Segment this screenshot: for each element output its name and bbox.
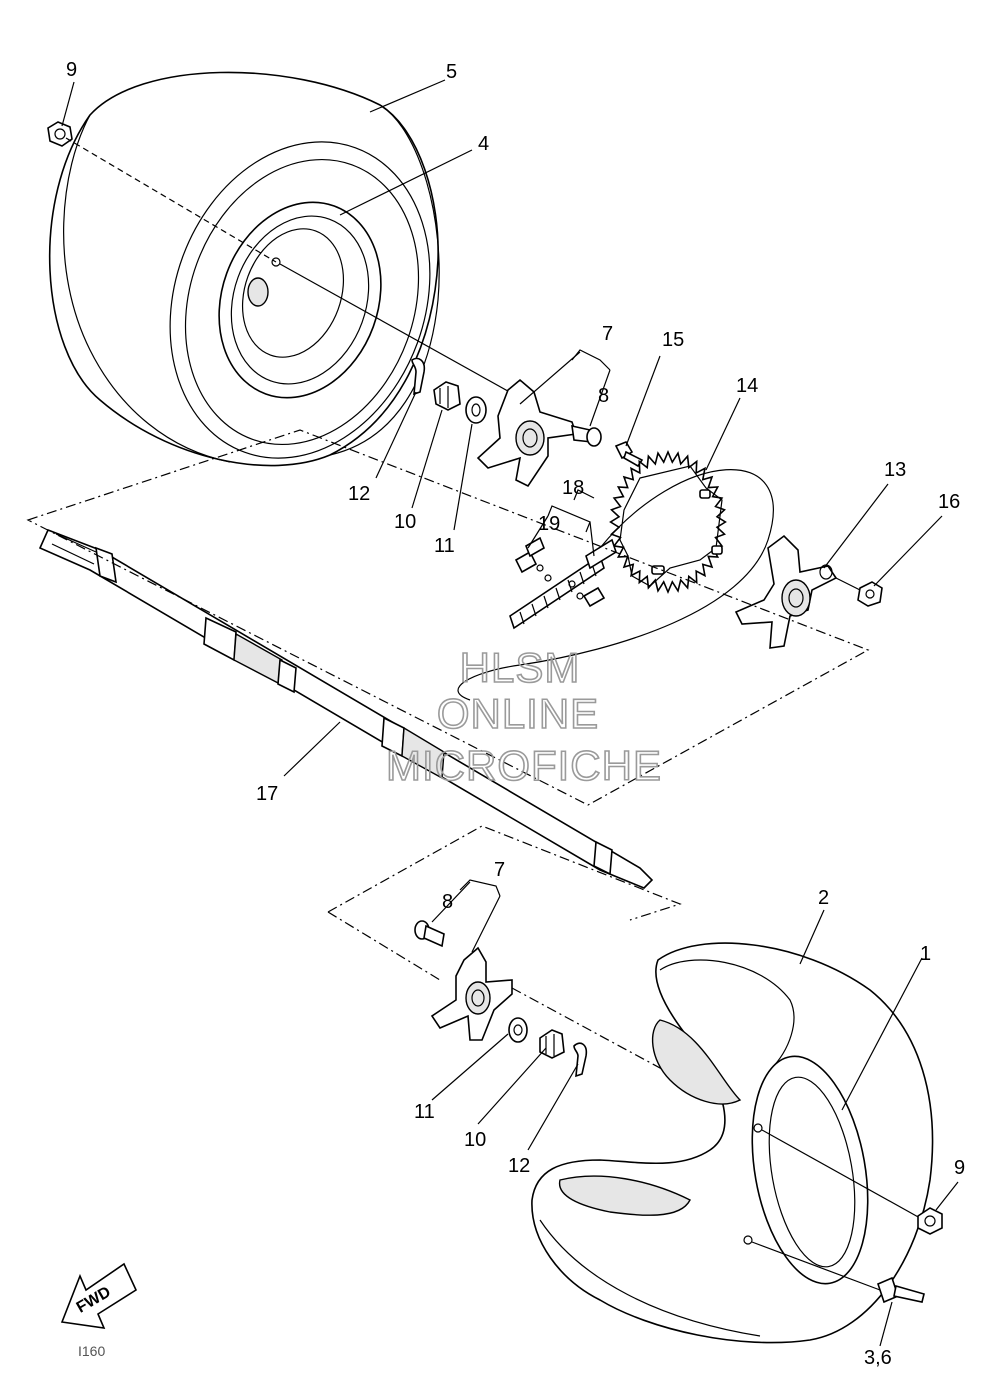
top-wheel-hub xyxy=(476,378,578,488)
callout-3-6: 3,6 xyxy=(864,1347,892,1369)
watermark-line-2: ONLINE xyxy=(437,690,599,737)
callout-15: 15 xyxy=(662,329,684,351)
chain-master-link xyxy=(514,536,606,608)
axle-group-box-top xyxy=(26,429,870,806)
callout-9-top: 9 xyxy=(66,59,77,81)
callout-labels: 9 5 4 7 8 15 14 13 16 12 10 11 18 19 17 … xyxy=(66,59,965,1369)
callout-11-bottom: 11 xyxy=(414,1101,435,1123)
callout-12-bottom: 12 xyxy=(508,1155,530,1177)
bottom-rear-tire xyxy=(531,942,934,1344)
callout-9-bottom: 9 xyxy=(954,1157,965,1179)
forward-direction-arrow: FWD xyxy=(60,1262,138,1329)
callout-10-bottom: 10 xyxy=(464,1129,486,1151)
watermark: HLSM ONLINE MICROFICHE xyxy=(385,643,662,790)
callout-10-top: 10 xyxy=(394,511,416,533)
callout-2: 2 xyxy=(818,887,829,909)
axle-group-box-bottom xyxy=(327,825,682,921)
diagram-code: I160 xyxy=(78,1343,105,1359)
callout-4: 4 xyxy=(478,133,489,155)
top-rear-rim xyxy=(218,201,382,399)
callout-8-top: 8 xyxy=(598,385,609,407)
watermark-line-1: HLSM xyxy=(460,644,581,691)
bottom-rear-rim xyxy=(743,1055,869,1285)
top-wheel-stud xyxy=(571,424,602,447)
callout-16: 16 xyxy=(938,491,960,513)
bottom-nut-axis-line xyxy=(761,1129,921,1219)
tire-valve xyxy=(877,1276,925,1304)
sprocket-hub-nut xyxy=(857,581,883,607)
valve-axis-line xyxy=(751,1241,881,1291)
sprocket-hub xyxy=(734,534,838,649)
bottom-washer xyxy=(508,1017,528,1043)
callout-5: 5 xyxy=(446,61,457,83)
drive-sprocket xyxy=(609,449,727,595)
callout-13: 13 xyxy=(884,459,906,481)
top-wheel-axis-line xyxy=(65,137,277,263)
callout-12-top: 12 xyxy=(348,483,370,505)
callout-19: 19 xyxy=(538,513,560,535)
bottom-wheel-hub xyxy=(430,946,513,1041)
bottom-cotter-pin xyxy=(573,1042,588,1078)
sprocket-bolt xyxy=(614,441,644,468)
bottom-castle-nut xyxy=(539,1029,565,1059)
callout-7-bottom: 7 xyxy=(494,859,505,881)
rear-axle xyxy=(38,528,654,889)
callout-18: 18 xyxy=(562,477,584,499)
hub-group-line-bottom xyxy=(327,911,441,981)
bottom-wheel-stud xyxy=(414,920,445,948)
callout-8-bottom: 8 xyxy=(442,891,453,913)
hub-nut-axis-line xyxy=(835,577,861,591)
callout-11-top: 11 xyxy=(434,535,455,557)
callout-14: 14 xyxy=(736,375,758,397)
top-cotter-pin xyxy=(411,357,426,396)
bottom-wheel-nut xyxy=(917,1207,943,1235)
watermark-line-3: MICROFICHE xyxy=(386,742,662,789)
callout-1: 1 xyxy=(920,943,931,965)
top-washer xyxy=(465,396,487,424)
top-castle-nut xyxy=(433,381,461,411)
callout-7-top: 7 xyxy=(602,323,613,345)
top-hub-axis-line xyxy=(279,263,516,396)
leader-lines xyxy=(61,79,959,1347)
callout-17: 17 xyxy=(256,783,278,805)
top-wheel-nut xyxy=(47,121,73,147)
